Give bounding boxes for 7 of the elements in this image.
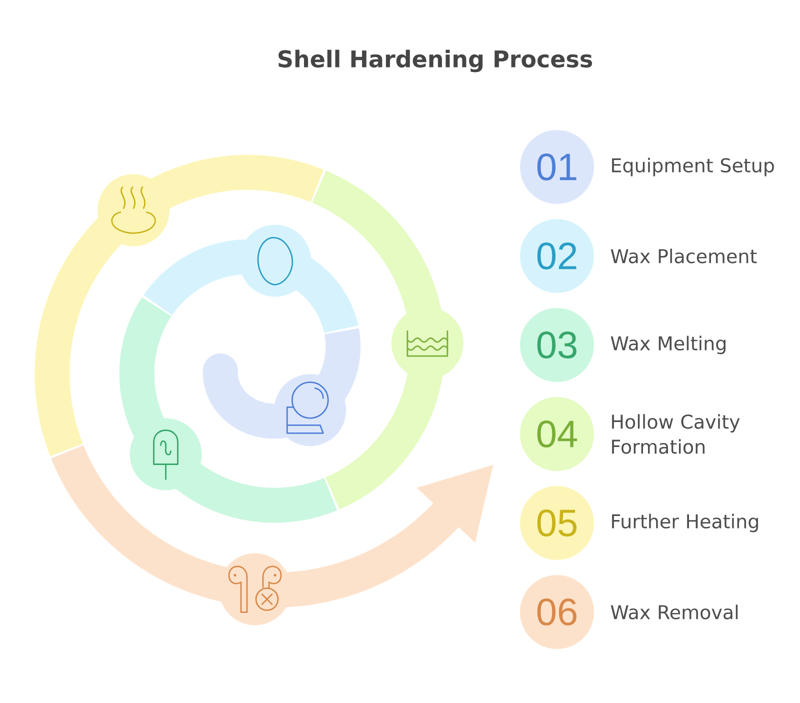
step-label: Hollow Cavity Formation: [612, 414, 740, 454]
step-label: Wax Melting: [610, 336, 726, 354]
step-label: Further Heating: [612, 514, 758, 532]
step-label: Equipment Setup: [612, 158, 774, 176]
title: Shell Hardening Process: [278, 50, 592, 72]
step-label: Wax Removal: [610, 604, 738, 620]
step-label: Wax Placement: [610, 248, 757, 264]
